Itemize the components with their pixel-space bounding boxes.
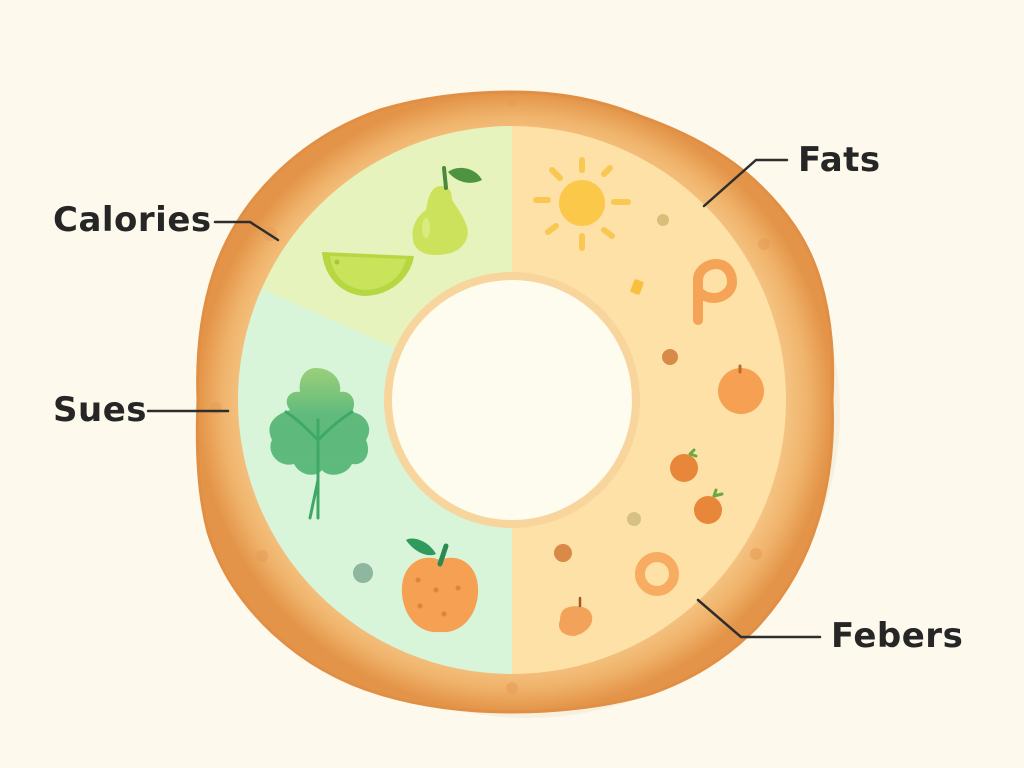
- tangerine-icon: [694, 488, 724, 524]
- leader-lines: [146, 158, 822, 639]
- dot-icon: [627, 512, 641, 526]
- square-bit-icon: [630, 279, 644, 295]
- dot-icon: [662, 349, 678, 365]
- label-sues: Sues: [53, 390, 147, 430]
- pear-icon: [412, 166, 482, 255]
- dot-icon: [657, 214, 669, 226]
- label-fats: Fats: [798, 140, 881, 180]
- leader-line-calories: [213, 220, 280, 242]
- sun-icon: [533, 157, 631, 251]
- label-febers: Febers: [831, 616, 964, 656]
- dot-icon: [353, 563, 373, 583]
- label-calories: Calories: [53, 200, 212, 240]
- p-shape-icon: [693, 258, 738, 325]
- orange-icon: [401, 538, 479, 633]
- orange-icon: [718, 364, 764, 414]
- leader-line-febers: [696, 598, 822, 639]
- lime-slice-icon: [322, 252, 414, 296]
- center-hole: [392, 280, 632, 520]
- tangerine-icon: [670, 448, 698, 482]
- leaf-icon: [269, 368, 370, 520]
- ring-icon: [635, 552, 679, 596]
- leader-line-fats: [702, 158, 789, 208]
- small-fruit-icon: [558, 596, 593, 636]
- dot-icon: [554, 544, 572, 562]
